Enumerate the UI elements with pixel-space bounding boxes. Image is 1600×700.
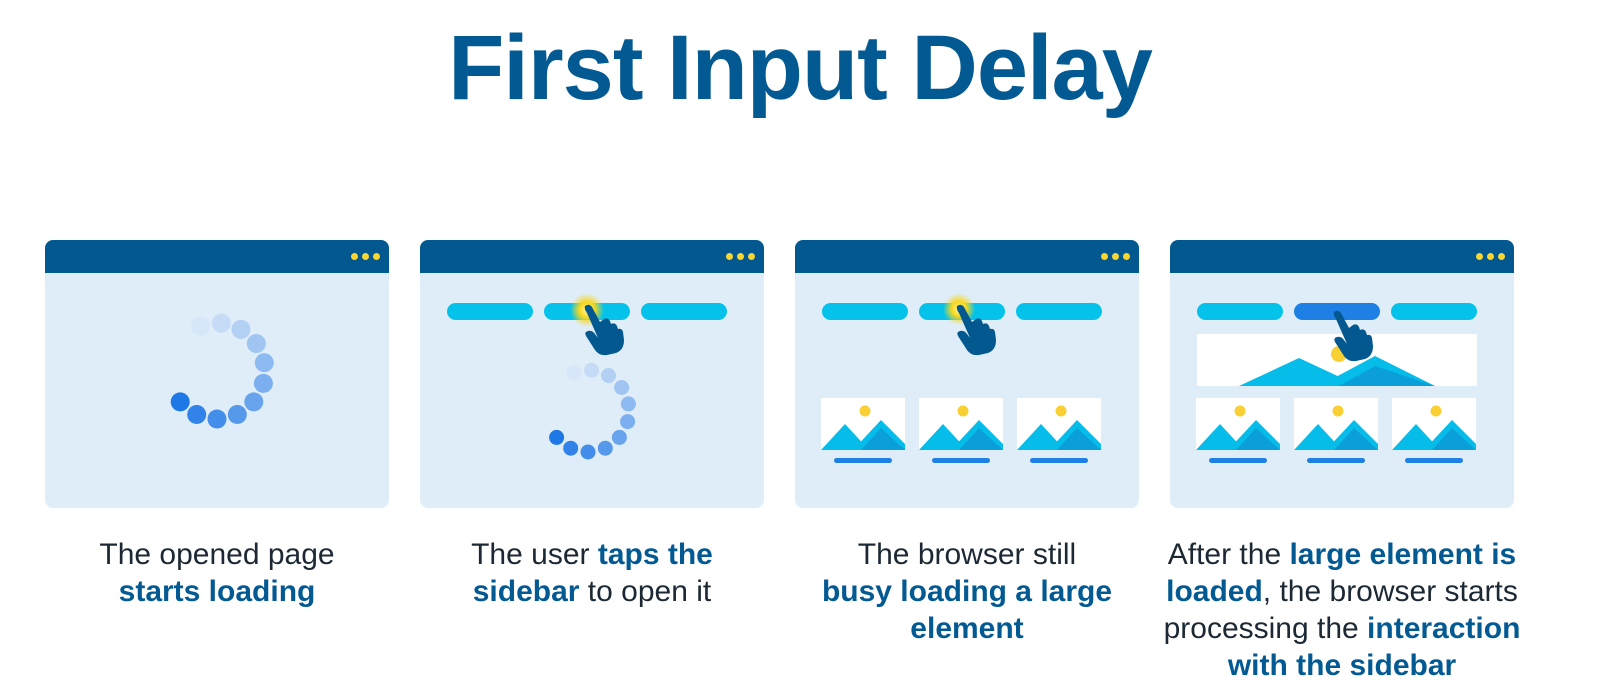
spinner-dot	[584, 362, 600, 378]
pointer-hand-icon	[956, 304, 996, 356]
caption-highlight: element	[910, 612, 1024, 645]
spinner-dot	[170, 392, 190, 412]
spinner-dot	[231, 319, 251, 339]
caption-highlight: large element is	[1289, 538, 1517, 571]
image-placeholder-icon	[1294, 398, 1378, 463]
spinner-dot	[549, 429, 565, 445]
window-dots-icon	[1097, 253, 1130, 260]
page-title: First Input Delay	[448, 17, 1153, 119]
browser-header-bar	[45, 240, 389, 273]
spinner-dot	[580, 444, 596, 460]
spinner-dot	[187, 405, 207, 424]
step-1-browser-window	[45, 240, 389, 508]
caption-highlight: starts loading	[118, 575, 316, 608]
spinner-dot	[614, 380, 630, 395]
step-2-illustration	[447, 293, 727, 460]
spinner-dot	[246, 334, 266, 353]
image-placeholder-icon	[1017, 398, 1101, 463]
loading-spinner-icon	[170, 313, 274, 429]
step-3-browser-window	[795, 240, 1139, 508]
image-placeholder-icon	[1392, 398, 1476, 463]
step-4-browser-window	[1170, 240, 1514, 508]
pointer-hand-icon	[1333, 310, 1373, 362]
caption-text: The user	[471, 538, 598, 571]
spinner-dot	[566, 365, 582, 380]
browser-header-bar	[1170, 240, 1514, 273]
step-3-caption: The browser still busy loading a large e…	[767, 536, 1167, 647]
image-placeholder-icon	[821, 398, 905, 463]
spinner-dot	[611, 429, 627, 445]
spinner-dot	[227, 405, 247, 424]
spinner-dot	[597, 440, 613, 456]
spinner-dot	[244, 392, 264, 412]
caption-text: After the	[1167, 538, 1290, 571]
step-1-illustration	[170, 313, 274, 429]
spinner-dot	[563, 440, 579, 456]
nav-pill	[641, 303, 727, 320]
spinner-dot	[254, 353, 274, 373]
step-4-illustration	[1196, 303, 1477, 463]
caption-text: , the browser starts	[1262, 575, 1518, 608]
window-dots-icon	[1472, 253, 1505, 260]
caption-text: The browser still	[857, 538, 1077, 571]
nav-pill	[822, 303, 908, 320]
caption-text: processing the	[1163, 612, 1368, 645]
pointer-hand-icon	[584, 304, 624, 356]
caption-text: The opened page	[99, 538, 335, 571]
nav-pill	[1197, 303, 1283, 320]
spinner-dot	[253, 373, 273, 393]
step-2-browser-window	[420, 240, 764, 508]
caption-highlight: loaded	[1166, 575, 1263, 608]
image-placeholder-icon	[1196, 398, 1280, 463]
step-1-caption: The opened page starts loading	[17, 536, 417, 610]
caption-highlight: busy loading a large	[821, 575, 1113, 608]
window-dots-icon	[722, 253, 755, 260]
browser-header-bar	[420, 240, 764, 273]
nav-pill	[1391, 303, 1477, 320]
caption-highlight: with the sidebar	[1227, 649, 1457, 682]
nav-pill	[447, 303, 533, 320]
caption-highlight: interaction	[1367, 612, 1521, 645]
browser-header-bar	[795, 240, 1139, 273]
spinner-dot	[191, 316, 211, 336]
spinner-dot	[601, 368, 616, 383]
caption-highlight: sidebar	[472, 575, 580, 608]
step-2-caption: The user taps the sidebar to open it	[392, 536, 792, 610]
step-3-illustration	[821, 293, 1102, 463]
spinner-dot	[620, 396, 636, 412]
caption-text: to open it	[579, 575, 712, 608]
step-4-caption: After the large element is loaded, the b…	[1142, 536, 1542, 684]
nav-pill	[1016, 303, 1102, 320]
loading-spinner-icon	[549, 362, 636, 460]
spinner-dot	[620, 414, 636, 430]
image-placeholder-icon	[919, 398, 1003, 463]
spinner-dot	[211, 313, 231, 333]
window-dots-icon	[347, 253, 380, 260]
spinner-dot	[207, 409, 227, 429]
caption-highlight: taps the	[597, 538, 713, 571]
